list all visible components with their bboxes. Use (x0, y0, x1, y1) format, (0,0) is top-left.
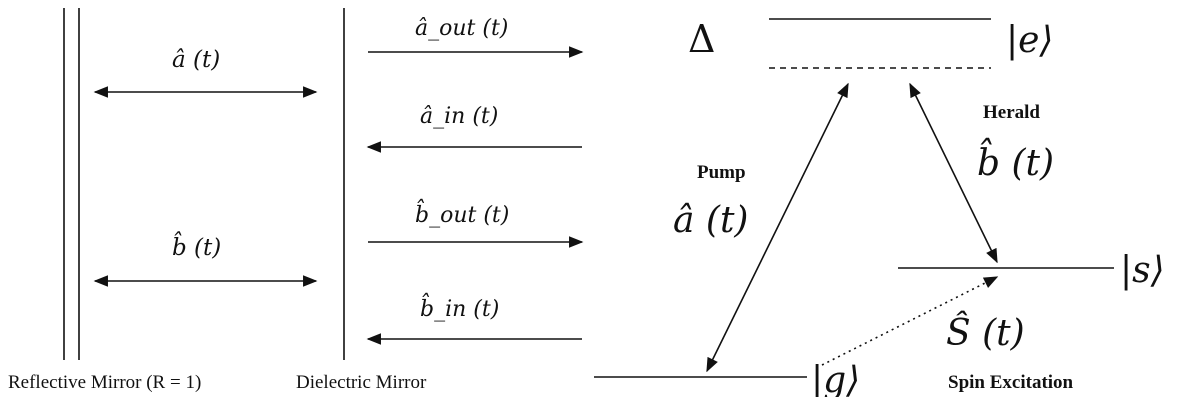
pump-field-label: â (t) (673, 200, 748, 241)
herald-transition-arrow (909, 82, 998, 264)
ground-state-label: |g⟩ (811, 360, 860, 397)
pump-transition-arrow (706, 82, 849, 373)
excited-state-label: |e⟩ (1006, 20, 1053, 61)
dielectric-mirror-caption: Dielectric Mirror (296, 372, 427, 393)
detuning-symbol: Δ (688, 17, 715, 61)
pump-title: Pump (697, 162, 746, 183)
storage-state-label: |s⟩ (1120, 250, 1165, 291)
cavity-mode-a-label: â (t) (172, 47, 220, 73)
herald-field-label: b̂ (t) (977, 138, 1054, 184)
spin-excitation-arrow (821, 276, 999, 366)
b-out-label: b̂_out (t) (415, 199, 509, 228)
cavity-mode-b-label: b̂ (t) (172, 232, 221, 261)
b-in-label: b̂_in (t) (420, 293, 499, 322)
spin-excitation-title: Spin Excitation (948, 372, 1074, 393)
herald-title: Herald (983, 102, 1040, 123)
a-out-label: â_out (t) (415, 16, 508, 41)
reflective-mirror-caption: Reflective Mirror (R = 1) (8, 372, 201, 393)
spin-field-label: Ŝ (t) (946, 312, 1025, 354)
a-in-label: â_in (t) (420, 104, 498, 129)
